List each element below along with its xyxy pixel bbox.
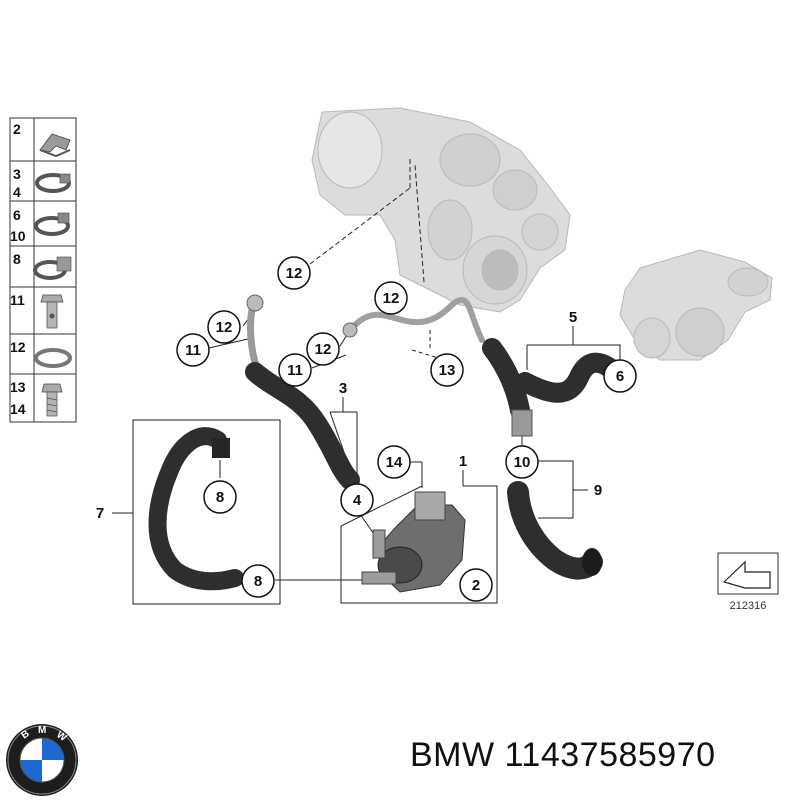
- seal-ring-icon: [34, 348, 72, 368]
- leader-lines: [112, 158, 621, 605]
- svg-text:2: 2: [472, 577, 480, 594]
- callout-12: 12: [277, 256, 311, 290]
- image-number: 212316: [730, 600, 767, 612]
- callout-11: 11: [278, 353, 312, 387]
- callout-10: 10: [505, 445, 539, 479]
- callout-8: 8: [241, 564, 275, 598]
- legend-num-13: 13: [10, 379, 26, 395]
- svg-text:10: 10: [514, 454, 531, 471]
- thermostat-housing: [619, 249, 773, 361]
- callout-4: 4: [340, 483, 374, 517]
- legend-num-12: 12: [10, 339, 26, 355]
- callout-12: 12: [374, 281, 408, 315]
- svg-text:12: 12: [286, 265, 303, 282]
- callout-8: 8: [203, 480, 237, 514]
- hose-clamp-icon: [34, 212, 70, 236]
- callouts: 12 12 12 12 11 11 13 6: [176, 256, 637, 602]
- legend-num-3: 3: [13, 166, 21, 182]
- legend-table: 2 3 4 6 10 8 11 12 13 14: [9, 117, 77, 423]
- label-5: 5: [569, 309, 577, 326]
- legend-num-4: 4: [13, 184, 21, 200]
- spring-clip-icon: [39, 133, 71, 158]
- plain-labels: 3 5 1 7 9: [96, 309, 602, 522]
- svg-text:11: 11: [287, 362, 303, 379]
- banjo-bolt-icon: [40, 294, 64, 329]
- hose-clamp-icon: [33, 256, 72, 280]
- svg-text:11: 11: [185, 342, 201, 359]
- part-number: 11437585970: [504, 736, 716, 774]
- svg-text:14: 14: [386, 454, 403, 471]
- callout-14: 14: [377, 445, 411, 479]
- bmw-logo: B M W: [6, 724, 78, 796]
- svg-text:12: 12: [315, 341, 332, 358]
- legend-num-6: 6: [13, 207, 21, 223]
- label-9: 9: [594, 482, 602, 499]
- svg-text:12: 12: [383, 290, 400, 307]
- svg-text:13: 13: [439, 362, 456, 379]
- callout-12: 12: [207, 310, 241, 344]
- svg-text:M: M: [38, 725, 46, 736]
- label-3: 3: [339, 380, 347, 397]
- label-1: 1: [459, 453, 467, 470]
- svg-text:6: 6: [616, 368, 624, 385]
- legend-num-10: 10: [10, 228, 26, 244]
- brand-name: BMW: [410, 736, 495, 774]
- legend-num-2: 2: [13, 121, 21, 137]
- svg-text:12: 12: [216, 319, 233, 336]
- label-7: 7: [96, 505, 104, 522]
- flange-bolt-icon: [41, 383, 63, 417]
- svg-text:8: 8: [216, 489, 224, 506]
- image-number-box: 212316: [717, 552, 779, 612]
- turbocharger: [311, 107, 571, 313]
- legend-num-14: 14: [10, 401, 26, 417]
- legend-num-8: 8: [13, 251, 21, 267]
- callout-13: 13: [430, 353, 464, 387]
- callout-6: 6: [603, 359, 637, 393]
- svg-text:8: 8: [254, 573, 262, 590]
- svg-text:4: 4: [353, 492, 362, 509]
- callout-2: 2: [459, 568, 493, 602]
- hose-clamp-icon: [35, 173, 71, 193]
- brand-part-number: BMW 11437585970: [410, 736, 716, 775]
- callout-11: 11: [176, 333, 210, 367]
- callout-12: 12: [306, 332, 340, 366]
- legend-num-11: 11: [10, 292, 25, 308]
- auxiliary-coolant-pump: [361, 491, 466, 593]
- hoses: [148, 294, 620, 591]
